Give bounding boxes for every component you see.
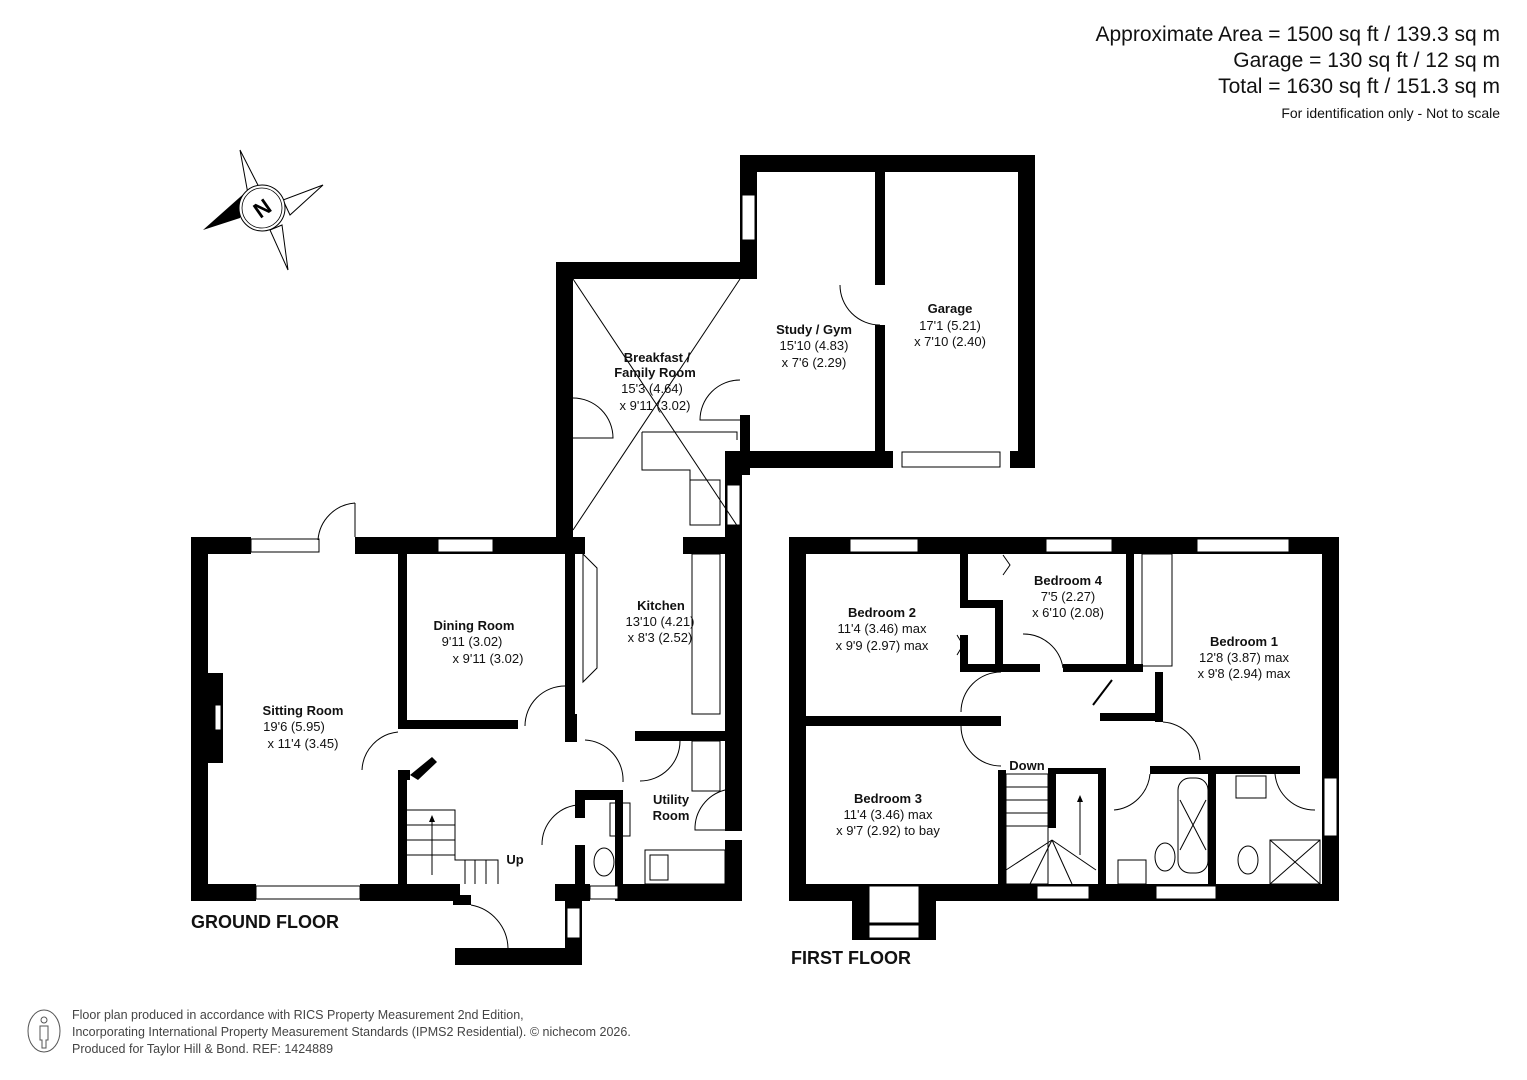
ground-floor-fixtures <box>317 278 881 949</box>
first-floor-title: FIRST FLOOR <box>791 948 911 968</box>
room-dim: 9'11 (3.02) <box>442 634 503 649</box>
compass-icon: N <box>203 149 324 271</box>
room-name: Garage <box>928 301 973 316</box>
room-dim: 15'10 (4.83) <box>780 338 849 353</box>
room-dim: 11'4 (3.46) max <box>838 621 927 636</box>
area-summary: Approximate Area = 1500 sq ft / 139.3 sq… <box>1096 22 1501 121</box>
room-name: Dining Room <box>434 618 515 633</box>
room-dim: 15'3 (4.64) <box>621 381 683 396</box>
ground-floor-walls <box>191 155 1035 965</box>
room-dim: x 9'11 (3.02) <box>620 398 691 413</box>
room-dim: x 9'7 (2.92) to bay <box>836 823 940 838</box>
room-dim: x 8'3 (2.52) <box>628 630 693 645</box>
disclaimer: For identification only - Not to scale <box>1281 105 1500 121</box>
room-dim: 13'10 (4.21) <box>626 614 695 629</box>
room-name: Utility <box>653 792 690 807</box>
footer-line: Incorporating International Property Mea… <box>72 1025 631 1039</box>
room-name: Room <box>653 808 690 823</box>
room-dim: 12'8 (3.87) max <box>1199 650 1289 665</box>
room-dim: x 9'11 (3.02) <box>453 651 524 666</box>
footer-notes: Floor plan produced in accordance with R… <box>72 1007 631 1058</box>
room-dim: x 7'10 (2.40) <box>914 334 986 349</box>
room-name: Family Room <box>614 365 696 380</box>
stairs-label: Down <box>1009 758 1044 773</box>
room-name: Breakfast / <box>624 350 691 365</box>
footer-line: Floor plan produced in accordance with R… <box>72 1008 524 1022</box>
footer-line: Produced for Taylor Hill & Bond. REF: 14… <box>72 1042 334 1056</box>
room-dim: 17'1 (5.21) <box>919 318 981 333</box>
room-dim: x 9'9 (2.97) max <box>836 638 929 653</box>
room-dim: x 6'10 (2.08) <box>1032 605 1104 620</box>
room-dim: 7'5 (2.27) <box>1041 589 1096 604</box>
room-name: Bedroom 3 <box>854 791 922 806</box>
person-info-icon <box>27 1009 61 1053</box>
room-name: Study / Gym <box>776 322 852 337</box>
room-dim: x 9'8 (2.94) max <box>1198 666 1291 681</box>
room-dim: 19'6 (5.95) <box>263 719 325 734</box>
stairs-label: Up <box>506 852 523 867</box>
room-dim: 11'4 (3.46) max <box>844 807 933 822</box>
room-name: Bedroom 4 <box>1034 573 1103 588</box>
approximate-area: Approximate Area = 1500 sq ft / 139.3 sq… <box>1095 23 1501 46</box>
room-name: Bedroom 2 <box>848 605 916 620</box>
first-floor-walls <box>789 537 1339 940</box>
room-dim: x 7'6 (2.29) <box>782 355 847 370</box>
garage-area: Garage = 130 sq ft / 12 sq m <box>1233 49 1500 72</box>
first-floor-fixtures <box>956 553 1321 885</box>
ground-floor-labels: Breakfast / Family Room 15'3 (4.64) x 9'… <box>263 301 986 867</box>
first-floor-labels: Bedroom 4 7'5 (2.27) x 6'10 (2.08) Bedro… <box>836 573 1291 838</box>
room-name: Kitchen <box>637 598 685 613</box>
room-name: Sitting Room <box>263 703 344 718</box>
room-dim: x 11'4 (3.45) <box>268 736 339 751</box>
total-area: Total = 1630 sq ft / 151.3 sq m <box>1218 75 1500 98</box>
ground-floor-title: GROUND FLOOR <box>191 912 339 932</box>
room-name: Bedroom 1 <box>1210 634 1278 649</box>
